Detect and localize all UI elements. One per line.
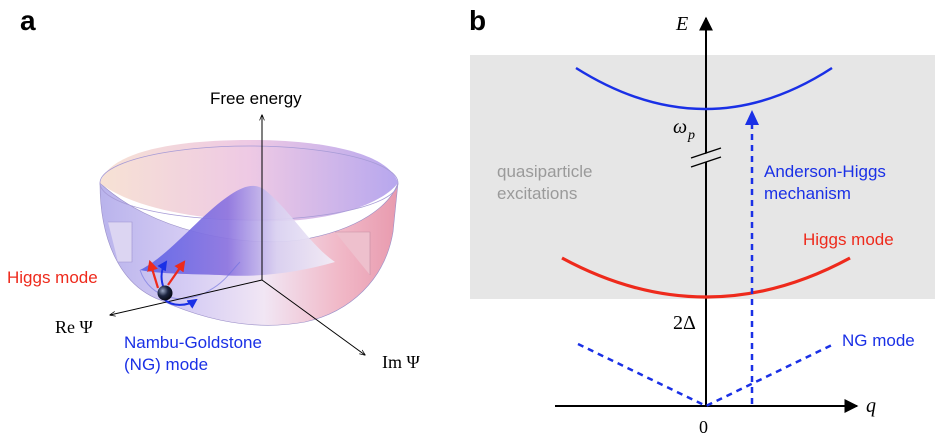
bowl-cut-left bbox=[108, 221, 133, 263]
plasmon-dispersion bbox=[575, 66, 833, 111]
anderson-label-line2: mechanism bbox=[764, 184, 851, 203]
bowl-cut-right bbox=[335, 231, 371, 275]
ng-mode-label-b: NG mode bbox=[842, 331, 915, 350]
ng-arrows bbox=[157, 260, 198, 309]
origin-label: 0 bbox=[699, 417, 708, 437]
higgs-mode-label-b: Higgs mode bbox=[803, 230, 894, 249]
trough-line bbox=[139, 261, 241, 300]
panel-a-label: a bbox=[20, 5, 36, 36]
order-parameter-ball bbox=[157, 285, 173, 301]
re-psi-label: Re Ψ bbox=[55, 317, 93, 337]
higgs-arrow-left bbox=[147, 259, 160, 289]
panel-a: a Free energy Re Ψ Im Ψ bbox=[7, 5, 420, 374]
im-psi-axis bbox=[261, 279, 365, 355]
central-hump bbox=[140, 185, 335, 276]
momentum-axis-label: q bbox=[866, 395, 876, 417]
higgs-arrows bbox=[147, 259, 186, 289]
quasiparticle-label-line1: quasiparticle bbox=[497, 162, 592, 181]
higgs-arrow-right bbox=[167, 260, 186, 286]
quasiparticle-label-line2: excitations bbox=[497, 184, 577, 203]
anderson-higgs-arrowhead bbox=[745, 110, 759, 125]
svg-text:p: p bbox=[687, 128, 695, 143]
plasma-frequency-label: ω p bbox=[673, 116, 695, 143]
higgs-mode-label-a: Higgs mode bbox=[7, 268, 98, 287]
ng-label-line1: Nambu-Goldstone bbox=[124, 333, 262, 352]
ng-arrow-down bbox=[164, 298, 198, 309]
panel-b-label: b bbox=[469, 5, 486, 36]
mexican-hat-surface bbox=[99, 140, 399, 326]
ng-dispersion bbox=[577, 342, 835, 408]
ng-arrow-up bbox=[157, 260, 168, 287]
re-psi-axis bbox=[110, 279, 263, 315]
free-energy-label: Free energy bbox=[210, 89, 302, 108]
im-psi-label: Im Ψ bbox=[382, 352, 420, 372]
anderson-label-line1: Anderson-Higgs bbox=[764, 162, 886, 181]
panel-b: b E q 0 ω p 2Δ quasiparticle excitations bbox=[469, 5, 935, 437]
svg-text:ω: ω bbox=[673, 116, 687, 138]
bowl-inner-wall bbox=[100, 140, 398, 222]
quasiparticle-region bbox=[470, 55, 935, 299]
energy-axis-label: E bbox=[675, 13, 688, 35]
axis-break bbox=[690, 147, 722, 168]
ng-label-line2: (NG) mode bbox=[124, 355, 208, 374]
higgs-dispersion bbox=[561, 256, 851, 299]
gap-label: 2Δ bbox=[673, 312, 696, 334]
